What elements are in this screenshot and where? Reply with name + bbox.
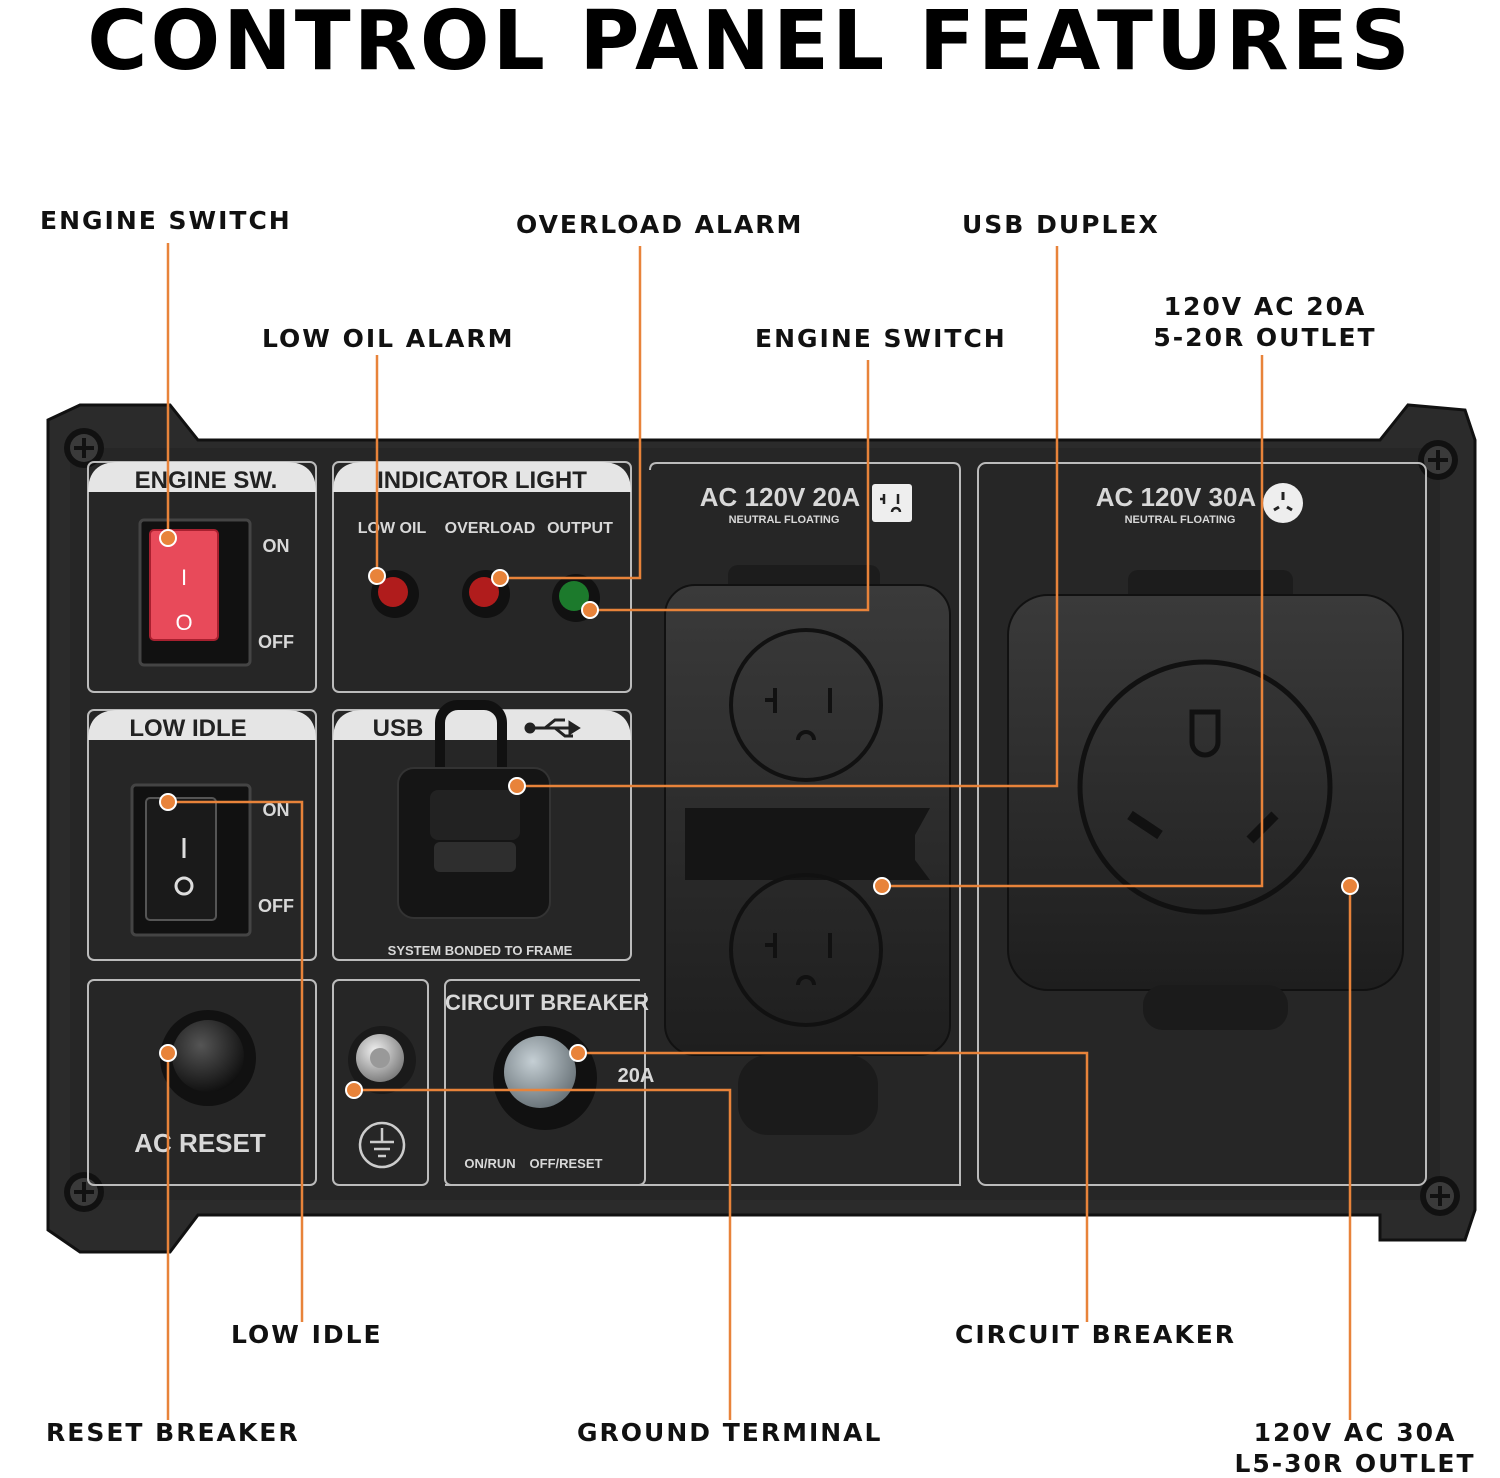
circuit-breaker-button[interactable] bbox=[493, 1026, 597, 1130]
low-idle-header: LOW IDLE bbox=[129, 715, 246, 742]
low-idle-off-label: OFF bbox=[258, 896, 294, 916]
usb-duplex-port-cover[interactable] bbox=[397, 700, 551, 919]
callout-low-idle: LOW IDLE bbox=[231, 1320, 383, 1349]
callout-engine-switch-mid: ENGINE SWITCH bbox=[755, 324, 1007, 353]
output-label: OUTPUT bbox=[547, 520, 613, 537]
indicator-header: INDICATOR LIGHT bbox=[377, 467, 587, 494]
low-idle-on-label: ON bbox=[263, 800, 290, 820]
overload-label: OVERLOAD bbox=[445, 520, 536, 537]
low-idle-rocker-switch[interactable] bbox=[145, 797, 217, 921]
breaker-rating-label: 20A bbox=[618, 1065, 655, 1087]
outlet-20a-icon bbox=[872, 484, 912, 522]
low-oil-label: LOW OIL bbox=[358, 520, 427, 537]
engine-switch-section: ENGINE SW. I O ON OFF bbox=[87, 461, 317, 693]
usb-header: USB bbox=[373, 715, 424, 742]
outlet-30a-icon bbox=[1263, 483, 1303, 523]
ac-reset-button[interactable] bbox=[160, 1010, 256, 1106]
engine-sw-off-label: OFF bbox=[258, 632, 294, 652]
rocker-on-mark: I bbox=[181, 565, 187, 590]
rocker-off-mark: O bbox=[175, 610, 192, 635]
callout-outlet-20a-line1: 120V AC 20A bbox=[1163, 292, 1367, 321]
engine-sw-header: ENGINE SW. bbox=[135, 467, 278, 494]
usb-footer-label: SYSTEM BONDED TO FRAME bbox=[388, 943, 573, 958]
outlet-30a-title: AC 120V 30A bbox=[1096, 482, 1257, 512]
engine-rocker-switch[interactable]: I O bbox=[149, 529, 219, 641]
callout-circuit-breaker: CIRCUIT BREAKER bbox=[955, 1320, 1237, 1349]
outlet-20a-title: AC 120V 20A bbox=[700, 482, 861, 512]
callout-engine-switch: ENGINE SWITCH bbox=[40, 206, 292, 235]
screw-icon bbox=[64, 428, 104, 468]
engine-sw-on-label: ON bbox=[263, 536, 290, 556]
screw-icon bbox=[64, 1172, 104, 1212]
low-oil-led-icon bbox=[371, 570, 419, 618]
breaker-off-reset-label: OFF/RESET bbox=[530, 1156, 603, 1171]
callout-outlet-30a-line1: 120V AC 30A bbox=[1253, 1418, 1457, 1447]
screw-icon bbox=[1418, 440, 1458, 480]
callout-low-oil-alarm: LOW OIL ALARM bbox=[262, 324, 515, 353]
callout-outlet-30a-line2: L5-30R OUTLET bbox=[1234, 1449, 1476, 1478]
outlet-30a-weather-cover[interactable] bbox=[1007, 570, 1404, 1030]
callout-outlet-30a: 120V AC 30A L5-30R OUTLET bbox=[1230, 1418, 1480, 1478]
page-title: CONTROL PANEL FEATURES bbox=[87, 0, 1413, 89]
ground-terminal-bolt[interactable] bbox=[348, 1026, 416, 1094]
callout-overload-alarm: OVERLOAD ALARM bbox=[516, 210, 804, 239]
screw-icon bbox=[1420, 1176, 1460, 1216]
overload-led-icon bbox=[462, 570, 510, 618]
outlet-20a-sub: NEUTRAL FLOATING bbox=[729, 514, 840, 526]
breaker-header: CIRCUIT BREAKER bbox=[445, 990, 649, 1015]
outlet-30a-sub: NEUTRAL FLOATING bbox=[1125, 514, 1236, 526]
outlet-20a-weather-cover[interactable] bbox=[664, 565, 951, 1135]
callout-outlet-20a: 120V AC 20A 5-20R OUTLET bbox=[1140, 292, 1390, 352]
callout-ground-terminal: GROUND TERMINAL bbox=[577, 1418, 883, 1447]
ac-reset-label: AC RESET bbox=[134, 1128, 266, 1158]
callout-reset-breaker: RESET BREAKER bbox=[46, 1418, 300, 1447]
output-led-icon bbox=[552, 574, 600, 622]
breaker-on-run-label: ON/RUN bbox=[464, 1156, 515, 1171]
callout-usb-duplex: USB DUPLEX bbox=[962, 210, 1160, 239]
callout-outlet-20a-line2: 5-20R OUTLET bbox=[1153, 323, 1377, 352]
